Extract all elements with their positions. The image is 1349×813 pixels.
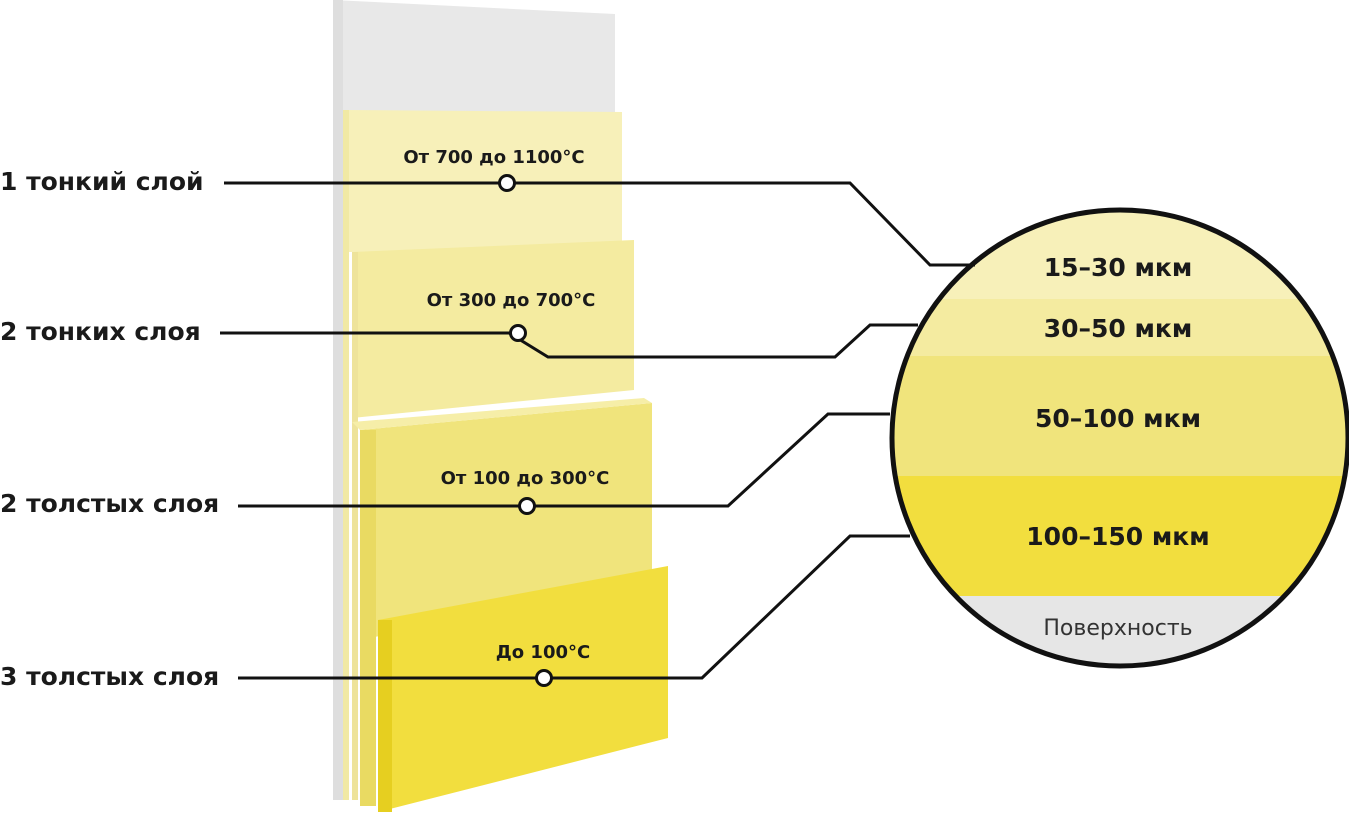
thickness-label-4: 100–150 мкм <box>1026 522 1209 551</box>
leader-point-1 <box>498 174 516 192</box>
leader-line-2 <box>220 323 918 359</box>
magnifier-outline <box>889 207 1349 669</box>
leader-lines <box>220 181 975 680</box>
leader-line-1 <box>224 181 975 267</box>
band-layer-3 <box>892 356 1348 476</box>
thickness-label-2: 30–50 мкм <box>1044 314 1193 343</box>
band-layer-4 <box>892 476 1348 596</box>
temp-label-1: От 700 до 1100°C <box>403 147 584 168</box>
band-layer-2 <box>892 299 1348 356</box>
layer-label-1: 1 тонкий слой <box>0 167 204 196</box>
leader-point-2 <box>509 324 527 342</box>
surface-label: Поверхность <box>1043 616 1192 641</box>
leader-point-3 <box>518 497 536 515</box>
layer-panel-4 <box>378 566 668 812</box>
layer-panel-3 <box>352 398 652 806</box>
layer-label-4: 3 толстых слоя <box>0 662 219 691</box>
thickness-label-1: 15–30 мкм <box>1044 253 1193 282</box>
layer-panel-1 <box>343 110 622 800</box>
layer-panel-2 <box>352 240 634 800</box>
layer-label-3: 2 толстых слоя <box>0 489 219 518</box>
thickness-label-3: 50–100 мкм <box>1035 404 1201 433</box>
temp-label-3: От 100 до 300°C <box>441 468 610 489</box>
leader-line-3 <box>238 412 890 508</box>
layer-label-2: 2 тонких слоя <box>0 317 201 346</box>
leader-point-4 <box>535 669 553 687</box>
temp-label-2: От 300 до 700°C <box>427 290 596 311</box>
temp-label-4: До 100°C <box>496 642 590 663</box>
leader-line-4 <box>238 534 910 680</box>
wall <box>333 0 615 800</box>
